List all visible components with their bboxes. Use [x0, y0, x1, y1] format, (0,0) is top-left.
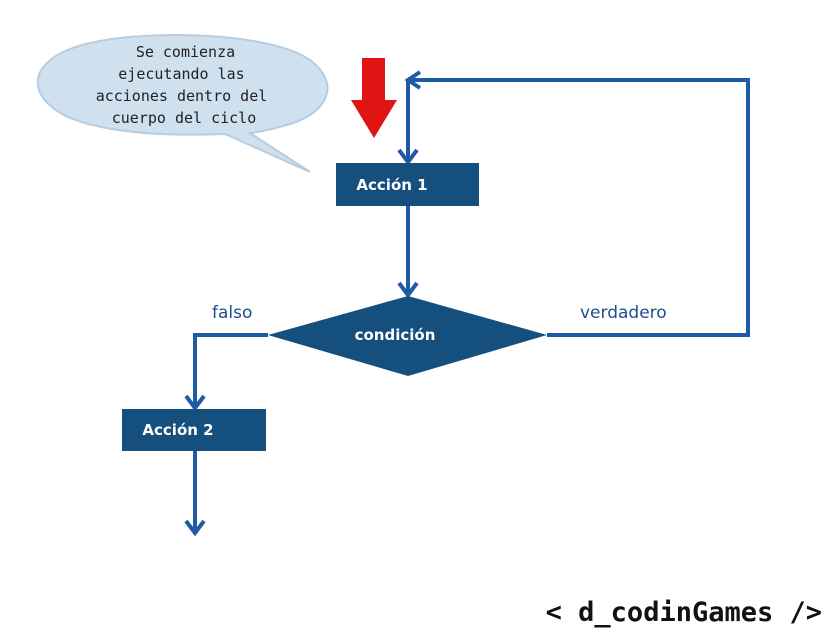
speech-bubble: Se comienza ejecutando las acciones dent…	[36, 34, 329, 173]
false-label: falso	[212, 303, 252, 323]
false-branch-arrowhead	[184, 394, 206, 412]
bubble-line-4: cuerpo del ciclo	[112, 109, 257, 127]
condition-label: condición	[355, 326, 436, 344]
loop-back-edge	[408, 78, 750, 337]
speech-bubble-shape	[36, 34, 329, 173]
bubble-line-2: ejecutando las	[118, 65, 244, 83]
exit-arrowhead	[184, 519, 206, 537]
condition-node: condición	[268, 296, 547, 376]
action2-label: Acción 2	[142, 421, 213, 439]
action1-label: Acción 1	[356, 176, 427, 194]
red-down-arrow-icon	[351, 58, 397, 138]
action1-node: Acción 1	[336, 163, 479, 206]
false-branch-edge	[193, 333, 268, 405]
action2-node: Acción 2	[122, 409, 266, 451]
brand-logo-text: < d_codinGames />	[546, 597, 822, 628]
true-label: verdadero	[580, 303, 667, 323]
bubble-line-1: Se comienza	[136, 43, 235, 61]
action1-to-condition-arrowhead	[397, 281, 419, 299]
svg-text:Se comienza ejecutando l: Se comienza ejecutando las acciones dent…	[96, 43, 277, 127]
entry-arrowhead	[397, 148, 419, 166]
bubble-line-3: acciones dentro del	[96, 87, 268, 105]
